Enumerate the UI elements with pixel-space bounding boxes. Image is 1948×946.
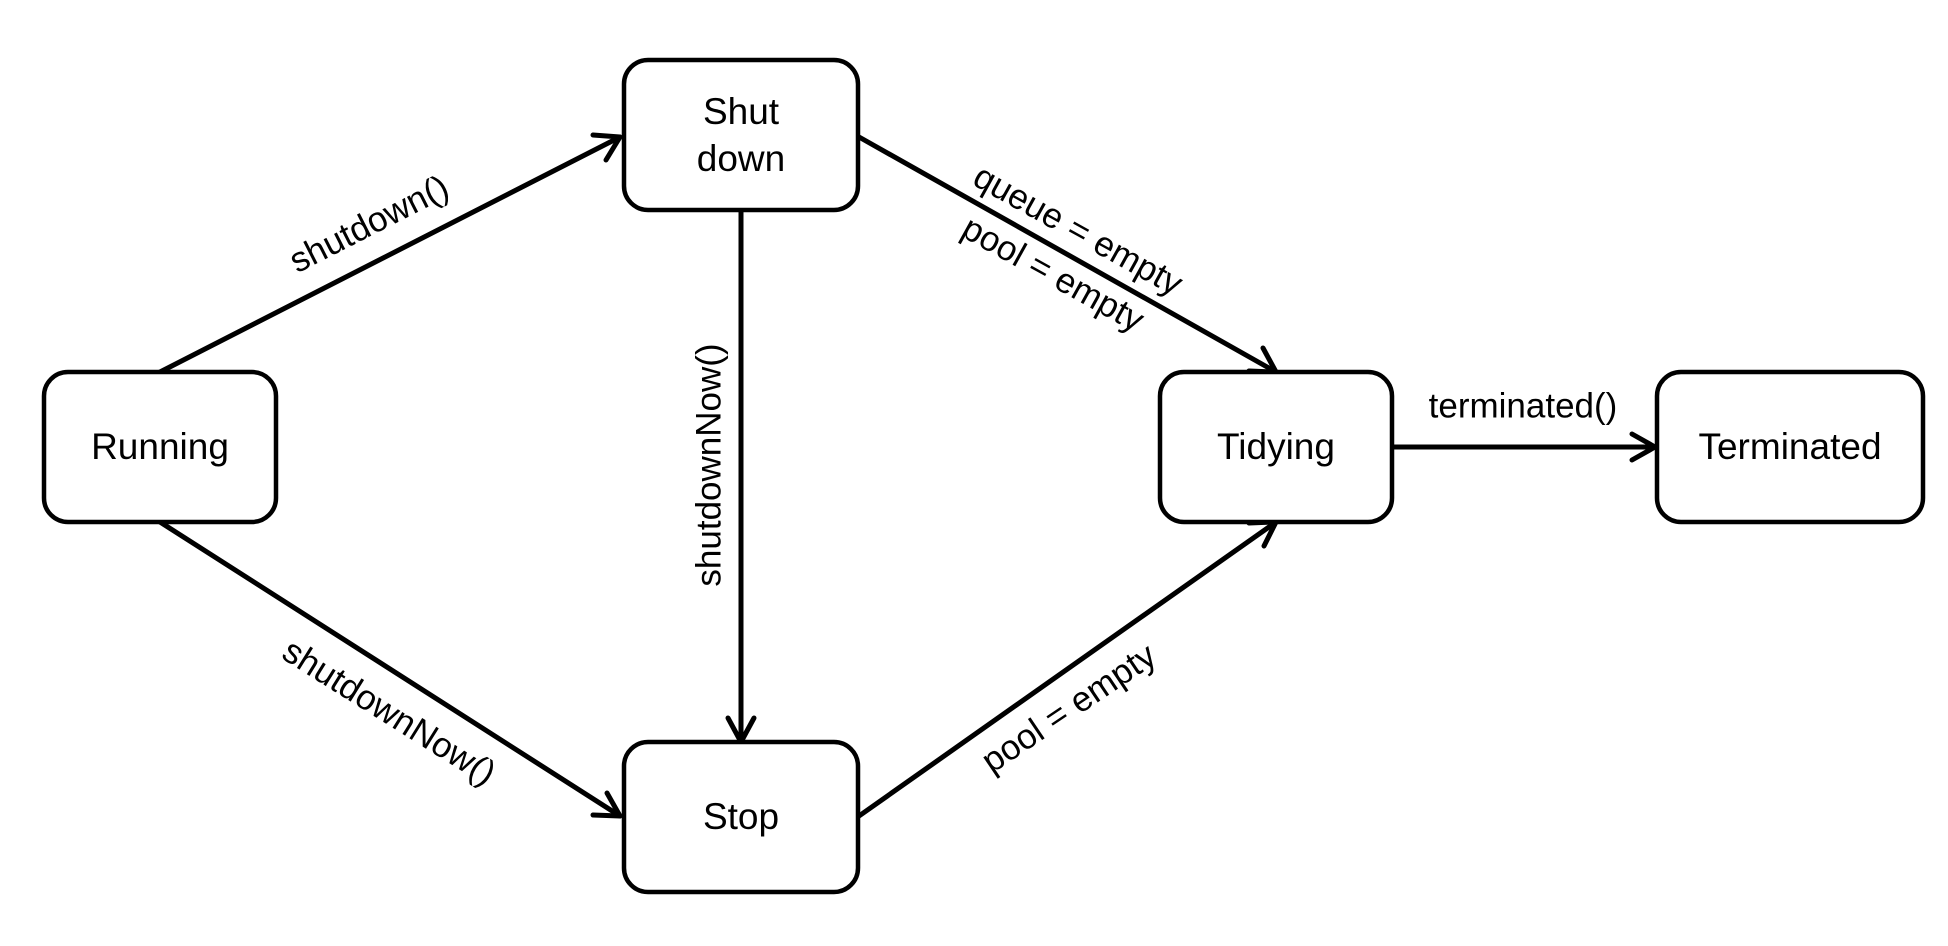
state-running: Running bbox=[41, 369, 279, 525]
label-shutdownnow-shutdown-stop: shutdownNow() bbox=[689, 343, 728, 586]
state-tidying-label: Tidying bbox=[1217, 426, 1335, 467]
label-pool-empty-lower: pool = empty bbox=[974, 635, 1163, 780]
edge-tidying-to-terminated bbox=[1391, 431, 1658, 463]
state-stop-label: Stop bbox=[703, 796, 779, 837]
arrowhead bbox=[590, 790, 623, 819]
state-stop: Stop bbox=[621, 739, 861, 895]
edge-running-to-stop bbox=[157, 519, 623, 819]
label-terminated-call: terminated() bbox=[1429, 386, 1618, 425]
state-terminated-label: Terminated bbox=[1698, 426, 1881, 467]
edge-shutdown-to-stop bbox=[725, 207, 757, 745]
label-shutdownnow-running-stop: shutdownNow() bbox=[276, 631, 503, 793]
state-tidying: Tidying bbox=[1157, 369, 1395, 525]
state-shutdown-label-line2: down bbox=[697, 138, 785, 179]
edge-stop-to-tidying bbox=[856, 519, 1279, 819]
edge-running-to-shutdown bbox=[157, 132, 623, 375]
arrowhead bbox=[590, 132, 623, 163]
state-terminated: Terminated bbox=[1654, 369, 1926, 525]
edge-shutdown-to-tidying bbox=[856, 134, 1279, 375]
state-shutdown-label-line1: Shut bbox=[703, 91, 780, 132]
state-running-label: Running bbox=[91, 426, 229, 467]
state-shutdown: Shut down bbox=[621, 57, 861, 213]
